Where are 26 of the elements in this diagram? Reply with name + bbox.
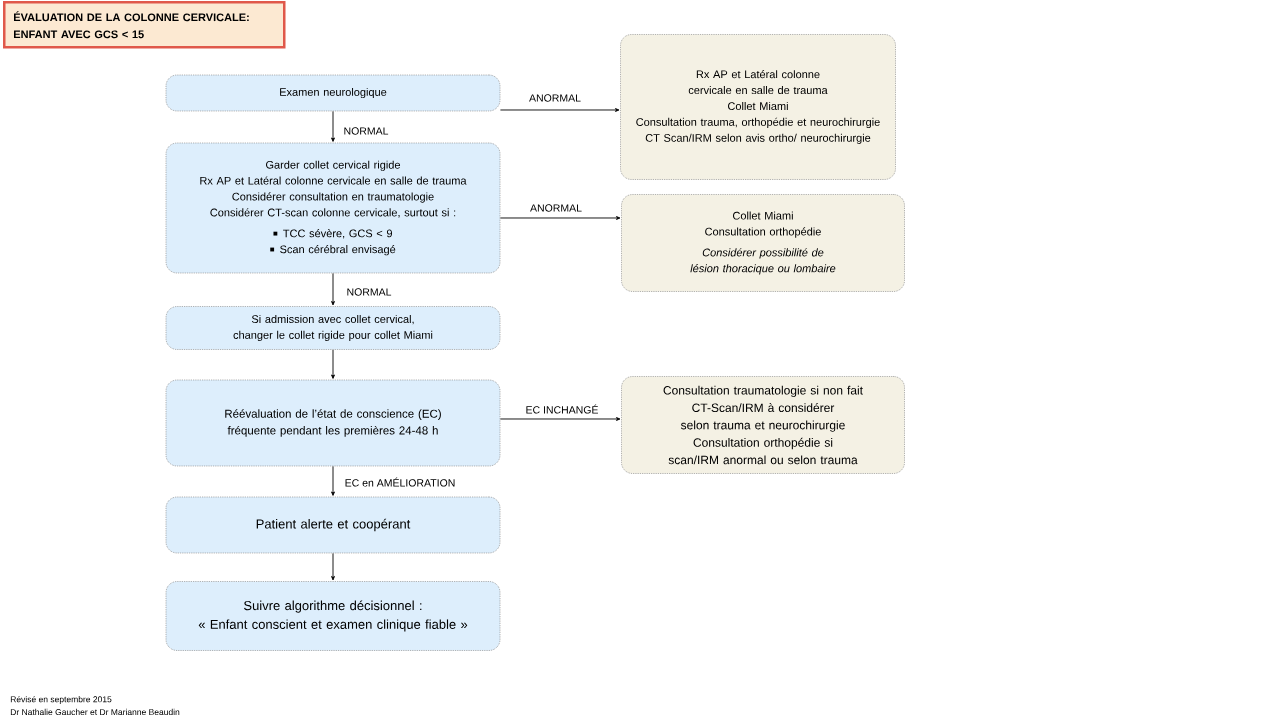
arrow — [331, 552, 335, 581]
arrow — [499, 108, 620, 112]
process-box: Patient alerte et coopérant — [165, 496, 501, 554]
footer-note: Dr Nathalie Gaucher et Dr Marianne Beaudin — [10, 708, 180, 716]
edge-label: EC INCHANGÉ — [524, 403, 600, 415]
arrow — [499, 216, 621, 220]
edge-label: NORMAL — [345, 287, 393, 297]
arrow — [331, 272, 335, 306]
title-box: ÉVALUATION DE LA COLONNE CERVICALE: ENFANT AVEC GCS < 15 — [3, 1, 286, 49]
footer-note: Révisé en septembre 2015 — [10, 696, 112, 704]
action-box: Collet Miami Consultation orthopédie Considérer possibilité de lésion thoracique ou lombaire — [621, 194, 905, 292]
arrow — [331, 349, 335, 379]
process-box: Examen neurologique — [165, 74, 501, 112]
process-box: Garder collet cervical rigide Rx AP et Latéral colonne cervicale en salle de trauma Considérer consultation en traumatologie Considérer CT-scan colonne cervicale, surtout si : TCC sévère, GCS < 9 Scan cérébral envisagé — [165, 142, 501, 274]
edge-label: ANORMAL — [529, 203, 583, 213]
edge-label: EC en AMÉLIORATION — [343, 476, 457, 488]
arrow — [499, 417, 621, 421]
process-box: Si admission avec collet cervical, changer le collet rigide pour collet Miami — [165, 306, 501, 350]
process-box: Réévaluation de l’état de conscience (EC) fréquente pendant les premières 24-48 h — [165, 379, 501, 467]
process-box: Suivre algorithme décisionnel : « Enfant conscient et examen clinique fiable » — [165, 581, 501, 651]
edge-label: ANORMAL — [528, 93, 582, 103]
action-box: Rx AP et Latéral colonne cervicale en salle de trauma Collet Miami Consultation trauma, orthopédie et neurochirurgie CT Scan/IRM selon avis ortho/ neurochirurgie — [620, 34, 896, 180]
arrow — [331, 465, 335, 496]
edge-label: NORMAL — [342, 126, 390, 136]
arrow — [331, 110, 335, 142]
action-box: Consultation traumatologie si non fait CT-Scan/IRM à considérer selon trauma et neurochirurgie Consultation orthopédie si scan/IRM anormal ou selon trauma — [621, 376, 905, 474]
